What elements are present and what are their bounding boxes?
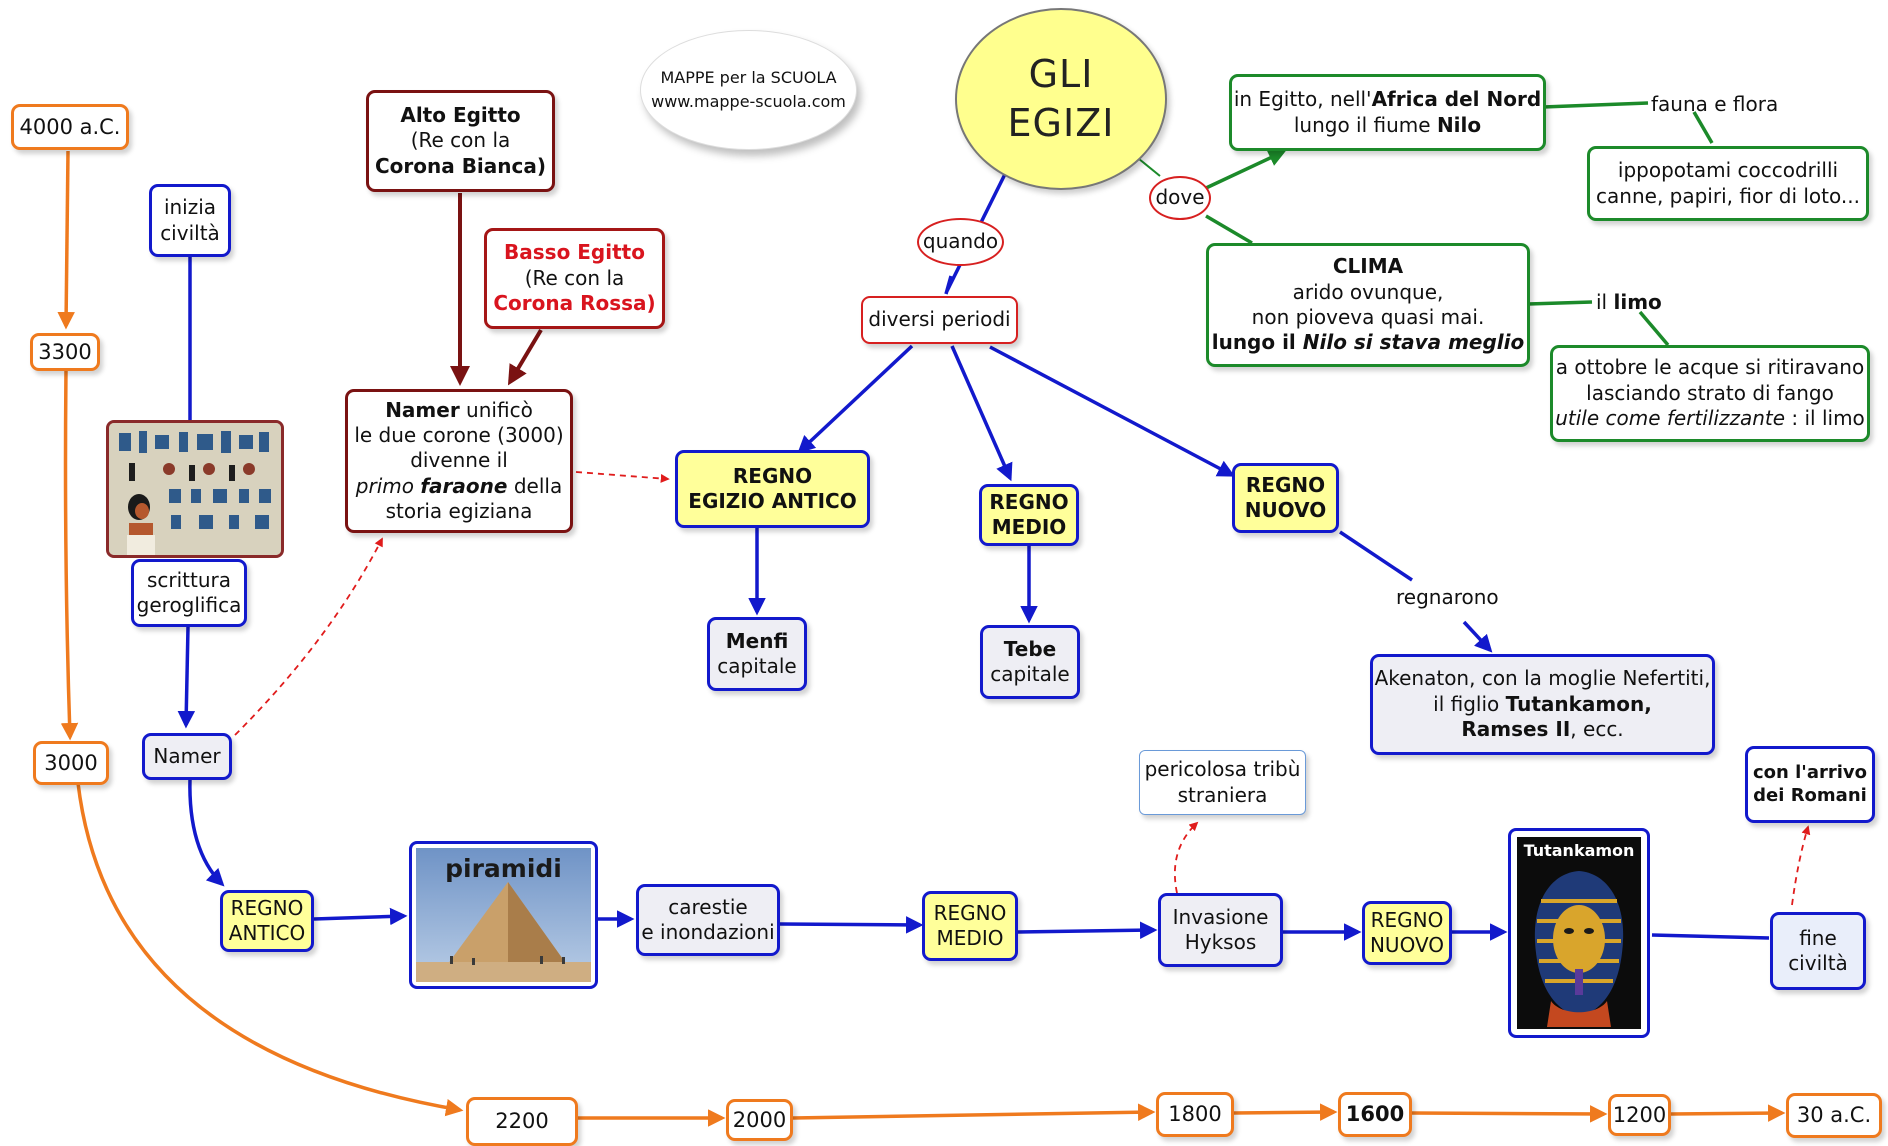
date-3300: 3300 xyxy=(30,333,100,371)
pyramid-picture: piramidi xyxy=(409,841,598,989)
namer-unifico-node: Namer unificò le due corone (3000) diven… xyxy=(345,389,573,533)
main-title: GLI EGIZI xyxy=(955,8,1167,190)
dashed-lines xyxy=(234,471,1811,906)
pyramid-icon xyxy=(416,848,591,982)
hieroglyph-icon xyxy=(109,423,281,555)
date-1200: 1200 xyxy=(1608,1094,1671,1136)
quando-node: quando xyxy=(917,218,1004,266)
geo-lines xyxy=(1127,101,1714,347)
basso-egitto-node: Basso Egitto (Re con la Corona Rossa) xyxy=(484,228,665,329)
date-2000: 2000 xyxy=(726,1099,793,1141)
hieroglyph-picture xyxy=(106,420,284,558)
clima-node: CLIMA arido ovunque, non pioveva quasi m… xyxy=(1206,243,1530,367)
limo-label: il limo xyxy=(1596,290,1662,314)
namer-node: Namer xyxy=(142,733,232,780)
tutankamon-mask-icon xyxy=(1517,837,1641,1029)
dove-node: dove xyxy=(1149,176,1211,220)
pharaoh-lines xyxy=(450,193,543,386)
timeline-lines xyxy=(57,150,1786,1127)
date-4000: 4000 a.C. xyxy=(11,104,129,150)
fauna-flora-label: fauna e flora xyxy=(1651,92,1779,116)
date-1600: 1600 xyxy=(1338,1092,1412,1137)
source-bubble: MAPPE per la SCUOLA www.mappe-scuola.com xyxy=(640,30,857,150)
tutankamon-picture: Tutankamon xyxy=(1508,828,1650,1038)
flow-lines xyxy=(177,159,1770,941)
date-30ac: 30 a.C. xyxy=(1786,1093,1882,1138)
location-node: in Egitto, nell'Africa del Nord lungo il… xyxy=(1229,74,1546,151)
alto-egitto-node: Alto Egitto (Re con la Corona Bianca) xyxy=(366,90,555,192)
date-3000: 3000 xyxy=(33,741,109,785)
date-1800: 1800 xyxy=(1156,1092,1234,1137)
akenaton-node: Akenaton, con la moglie Nefertiti, il fi… xyxy=(1370,654,1715,755)
date-2200: 2200 xyxy=(466,1097,578,1146)
source-line-2: www.mappe-scuola.com xyxy=(651,92,846,111)
title-line-1: GLI xyxy=(1028,51,1094,96)
diversi-periodi-node: diversi periodi xyxy=(861,296,1018,344)
piramidi-caption: piramidi xyxy=(445,854,562,883)
source-line-1: MAPPE per la SCUOLA xyxy=(660,68,837,87)
tutankamon-caption: Tutankamon xyxy=(1523,841,1635,860)
title-line-2: EGIZI xyxy=(1007,101,1115,145)
regnarono-label: regnarono xyxy=(1396,585,1499,609)
ottobre-node: a ottobre le acque si ritiravano lascian… xyxy=(1550,345,1870,442)
